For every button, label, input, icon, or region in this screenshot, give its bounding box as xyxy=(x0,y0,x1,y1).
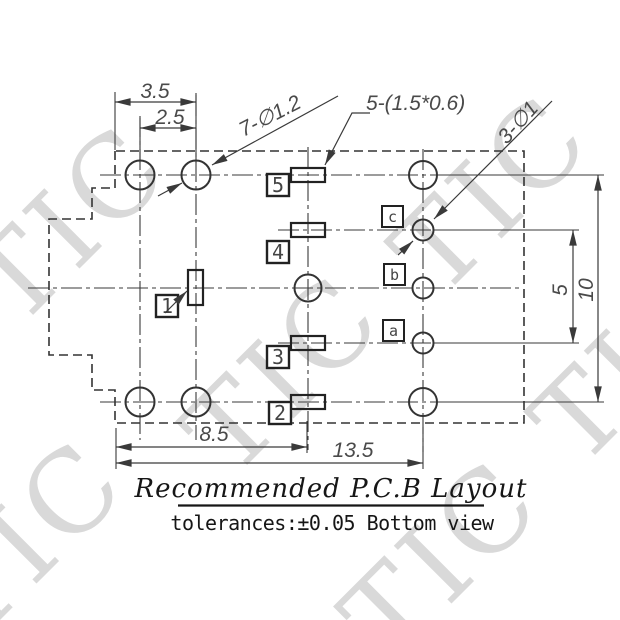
dim-2-5: 2.5 xyxy=(154,106,185,129)
hole-large-7 xyxy=(408,387,438,417)
pad-number-boxes: 5 4 3 2 1 xyxy=(154,172,293,426)
hole-large-1 xyxy=(124,159,156,191)
terminal-letter-a: a xyxy=(389,322,398,340)
extension-lines xyxy=(114,92,604,469)
pad-5 xyxy=(289,166,327,184)
dim-10: 10 xyxy=(575,278,598,302)
terminal-letter-b: b xyxy=(390,266,399,284)
terminal-letter-boxes: c b a xyxy=(381,205,406,342)
hole-large-3 xyxy=(408,160,438,190)
dim-5: 5 xyxy=(549,284,572,296)
pad-4 xyxy=(289,221,327,239)
pcb-outline xyxy=(48,150,525,424)
small-holes xyxy=(411,218,435,355)
pad-number-4: 4 xyxy=(272,240,284,264)
hole-large-6 xyxy=(180,386,212,418)
leader-lines xyxy=(157,95,553,314)
pads xyxy=(186,166,327,411)
dim-3-5: 3.5 xyxy=(140,80,170,103)
pad-number-1: 1 xyxy=(161,294,173,318)
pad-3 xyxy=(289,334,327,352)
hole-small-b xyxy=(411,276,435,300)
callout-pad-slots: 5-(1.5*0.6) xyxy=(366,92,465,115)
watermark-layer: TIC TIC TIC TIC TIC TIC xyxy=(0,70,620,620)
title-block: Recommended P.C.B Layout tolerances:±0.0… xyxy=(134,474,528,535)
hole-small-a xyxy=(411,331,435,355)
dim-8-5: 8.5 xyxy=(199,423,229,446)
callout-large-holes: 7-∅1.2 xyxy=(235,91,305,142)
hole-small-c xyxy=(411,218,435,242)
pad-number-2: 2 xyxy=(274,401,286,425)
pad-number-5: 5 xyxy=(272,173,284,197)
terminal-letter-c: c xyxy=(388,208,397,226)
dimension-texts: 3.5 2.5 8.5 13.5 5 10 xyxy=(140,80,598,462)
dimension-lines xyxy=(115,98,602,467)
pad-number-3: 3 xyxy=(272,345,284,369)
hole-large-2 xyxy=(180,159,212,191)
large-holes xyxy=(124,159,438,418)
hole-large-5 xyxy=(124,386,156,418)
pad-1 xyxy=(186,268,205,307)
dim-13-5: 13.5 xyxy=(333,439,374,462)
tolerance-note: tolerances:±0.05 Bottom view xyxy=(170,511,495,535)
watermark-text: TIC xyxy=(0,415,152,620)
drawing-title: Recommended P.C.B Layout xyxy=(134,474,528,504)
hole-large-4 xyxy=(293,273,323,303)
